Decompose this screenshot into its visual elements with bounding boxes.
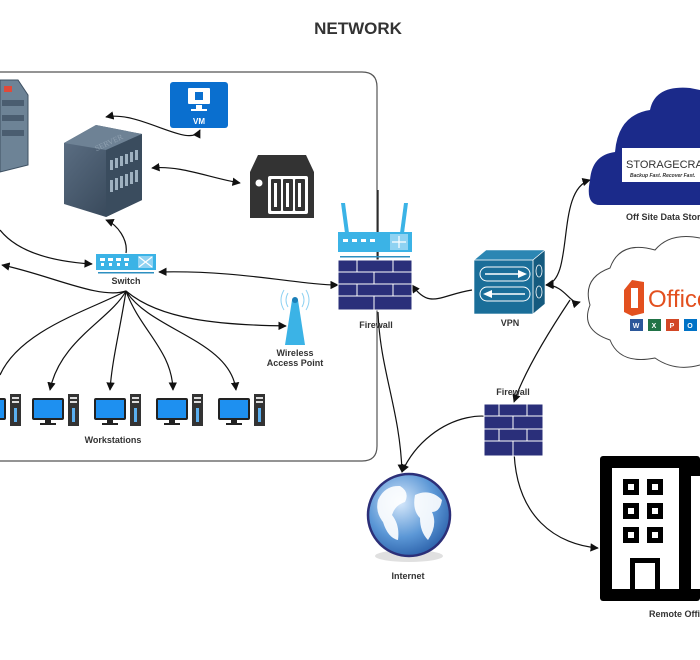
workstation[interactable]	[32, 394, 79, 426]
powerpoint-icon	[666, 319, 679, 331]
nas-node[interactable]	[250, 155, 314, 218]
remote-office-node[interactable]: Remote Office	[600, 456, 700, 619]
wireless-label-line2: Access Point	[267, 358, 324, 368]
outlook-icon	[684, 319, 697, 331]
firewall-remote-node[interactable]: Firewall	[483, 387, 544, 457]
workstations-group: Workstations	[0, 394, 265, 445]
edge-switch-wireless	[125, 290, 287, 331]
switch-node[interactable]: Switch	[96, 254, 156, 286]
remote-office-label: Remote Office	[649, 609, 700, 619]
vpn-label: VPN	[501, 318, 520, 328]
vm-node[interactable]: VM	[170, 82, 228, 128]
edge-switch-ws0	[0, 290, 127, 376]
edge-switch-ws1	[47, 290, 127, 391]
edge-switch-ws3	[125, 290, 178, 391]
firewall-main-node[interactable]: Firewall	[337, 259, 413, 330]
edge-remote-firewall-office	[513, 439, 599, 552]
edge-vpn-firewall	[411, 284, 473, 300]
workstation[interactable]	[156, 394, 203, 426]
edge-switch-firewall	[158, 267, 339, 290]
workstations-label: Workstations	[85, 435, 142, 445]
edge-switch-left	[1, 262, 127, 294]
internet-label: Internet	[391, 571, 424, 581]
svg-text:W: W	[633, 323, 640, 330]
edge-switch-server	[105, 219, 127, 254]
svg-text:X: X	[652, 323, 657, 330]
vm-label: VM	[193, 117, 205, 126]
storagecraft-tagline: Backup Fast. Recover Fast.	[630, 173, 695, 179]
edge-vpn-office	[545, 280, 581, 309]
edge-server-nas	[151, 163, 241, 186]
storagecraft-logo: STORAGECRAFT	[626, 159, 700, 171]
router-node[interactable]	[338, 203, 412, 258]
workstation[interactable]	[0, 394, 21, 426]
wireless-ap-node[interactable]: Wireless Access Point	[267, 289, 324, 368]
server-node[interactable]: SERVER	[64, 125, 142, 217]
edge-vpn-firewall-remote	[512, 299, 571, 403]
workstation[interactable]	[94, 394, 141, 426]
edge-left-switch	[0, 229, 93, 268]
excel-icon	[648, 319, 661, 331]
office-logo-text: Office	[648, 286, 700, 313]
edge-vm-server	[105, 111, 201, 139]
wireless-label-line1: Wireless	[277, 348, 314, 358]
internet-node[interactable]: Internet	[366, 472, 452, 581]
edge-switch-ws2	[106, 290, 127, 391]
svg-text:O: O	[687, 323, 693, 330]
edge-switch-ws4	[125, 290, 240, 391]
firewall-main-label: Firewall	[359, 320, 393, 330]
edge-firewall-internet	[377, 311, 406, 473]
workstation[interactable]	[218, 394, 265, 426]
printer-icon[interactable]	[0, 79, 29, 173]
diagram-title: NETWORK	[314, 19, 403, 38]
firewall-remote-label: Firewall	[496, 387, 530, 397]
vpn-node[interactable]: VPN	[473, 249, 546, 328]
edge-vpn-storage	[545, 178, 591, 288]
office365-node[interactable]: Office W X P O	[587, 236, 700, 368]
word-icon	[630, 319, 643, 331]
switch-label: Switch	[111, 276, 140, 286]
offsite-storage-node[interactable]: STORAGECRAFT Backup Fast. Recover Fast. …	[588, 87, 700, 222]
svg-text:P: P	[670, 323, 675, 330]
offsite-storage-label: Off Site Data Storage	[626, 212, 700, 222]
